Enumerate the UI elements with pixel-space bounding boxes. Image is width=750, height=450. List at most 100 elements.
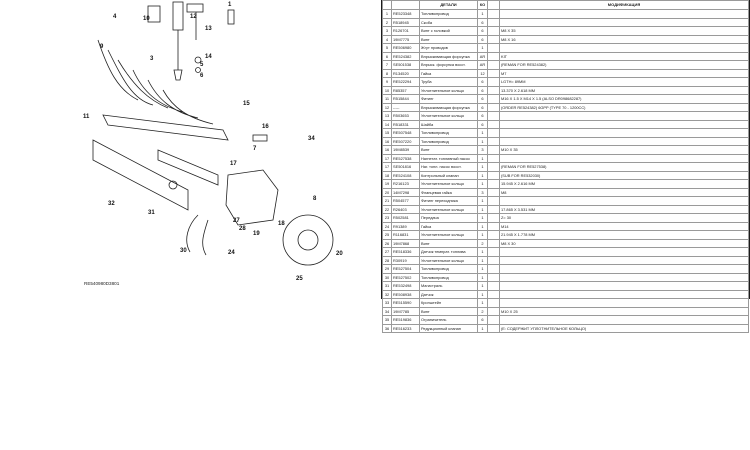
cell-part: R518331	[391, 119, 420, 129]
header-app	[487, 0, 500, 10]
cell-pos: 27	[382, 247, 392, 257]
cell-pos: 7	[382, 60, 392, 70]
cell-qty: 6	[477, 102, 488, 112]
callout-32: 32	[108, 201, 115, 207]
cell-qty: 6	[477, 77, 488, 87]
cell-pos: 11	[382, 94, 392, 104]
cell-note: M10 X 25	[499, 306, 749, 316]
cell-pos: 10	[382, 85, 392, 95]
cell-part: -----	[391, 102, 420, 112]
cell-part: 14M7298	[391, 187, 420, 197]
cell-part: R91389	[391, 221, 420, 231]
cell-qty: 1	[477, 213, 488, 223]
cell-desc: Топливопровод	[419, 136, 478, 146]
cell-part: RE519836	[391, 315, 420, 325]
cell-pos: 16	[382, 145, 392, 155]
callout-20: 20	[336, 251, 343, 257]
cell-desc: Впрыскивающая форсунка	[419, 102, 478, 112]
cell-app	[487, 170, 500, 180]
cell-pos: 2	[382, 17, 392, 27]
cell-desc: Топливопровод	[419, 9, 478, 19]
cell-qty: 1	[477, 264, 488, 274]
cell-qty: 6	[477, 26, 488, 36]
cell-desc: Винт	[419, 34, 478, 44]
cell-note: KIT	[499, 51, 749, 61]
cell-part: R502581	[391, 213, 420, 223]
cell-qty: 12	[477, 68, 488, 78]
cell-pos: 19	[382, 179, 392, 189]
cell-qty: 1	[477, 136, 488, 146]
cell-desc: Труба	[419, 77, 478, 87]
cell-qty: 1	[477, 230, 488, 240]
cell-note: LGTH= 89MM	[499, 77, 749, 87]
cell-part: SE501538	[391, 60, 420, 70]
cell-desc: Кронштейн	[419, 298, 478, 308]
cell-note	[499, 196, 749, 206]
cell-desc: Уплотнительное кольцо	[419, 85, 478, 95]
cell-qty: 1	[477, 162, 488, 172]
cell-app	[487, 315, 500, 325]
callout-31: 31	[148, 210, 155, 216]
cell-note: M8 X 16	[499, 34, 749, 44]
cell-app	[487, 94, 500, 104]
fuel-rail-drawing	[157, 149, 219, 186]
cell-desc: Уплотнительное кольцо	[419, 179, 478, 189]
cell-part: RE508938	[391, 289, 420, 299]
cell-desc: Редукционный клапан	[419, 323, 478, 333]
cell-app	[487, 102, 500, 112]
cell-pos: 36	[382, 323, 392, 333]
header-qty: КО	[477, 0, 488, 10]
washer-drawing	[194, 56, 202, 64]
nut-drawing	[186, 3, 204, 13]
injector-fuel-lines-drawing	[97, 39, 214, 125]
cell-app	[487, 179, 500, 189]
cell-pos: 24	[382, 221, 392, 231]
cell-app	[487, 9, 500, 19]
cell-part: RE524382	[391, 51, 420, 61]
cell-desc: Ограничитель	[419, 315, 478, 325]
cell-desc: Уплотнительное кольцо	[419, 255, 478, 265]
cell-note: M16 X 1.5 X M14 X 1.5 (ALSO DR098682287)	[499, 94, 749, 104]
cell-part: 19M7775	[391, 34, 420, 44]
cell-note	[499, 9, 749, 19]
cell-app	[487, 43, 500, 53]
cell-app	[487, 26, 500, 36]
cell-part: 19M7785	[391, 306, 420, 316]
callout-15: 15	[243, 101, 250, 107]
cell-pos: 35	[382, 315, 392, 325]
cell-desc: Винт	[419, 238, 478, 248]
cell-note: M10 X 35	[499, 145, 749, 155]
cell-desc: Магистраль	[419, 281, 478, 291]
cell-note: (E: СОДЕРЖИТ УПЛОТНИТЕЛЬНОЕ КОЛЬЦО)	[499, 323, 749, 333]
cell-app	[487, 145, 500, 155]
cell-part: RE527504	[391, 264, 420, 274]
header-pos	[382, 0, 392, 10]
cell-pos: 9	[382, 77, 392, 87]
cell-qty: AR	[477, 51, 488, 61]
callout-14: 14	[205, 54, 212, 60]
cell-qty: 6	[477, 85, 488, 95]
cell-qty: 1	[477, 196, 488, 206]
injector-body-drawing	[172, 1, 184, 31]
cell-pos: 18	[382, 170, 392, 180]
cell-qty: 3	[477, 187, 488, 197]
cell-app	[487, 298, 500, 308]
cell-part: R504577	[391, 196, 420, 206]
cell-app	[487, 221, 500, 231]
